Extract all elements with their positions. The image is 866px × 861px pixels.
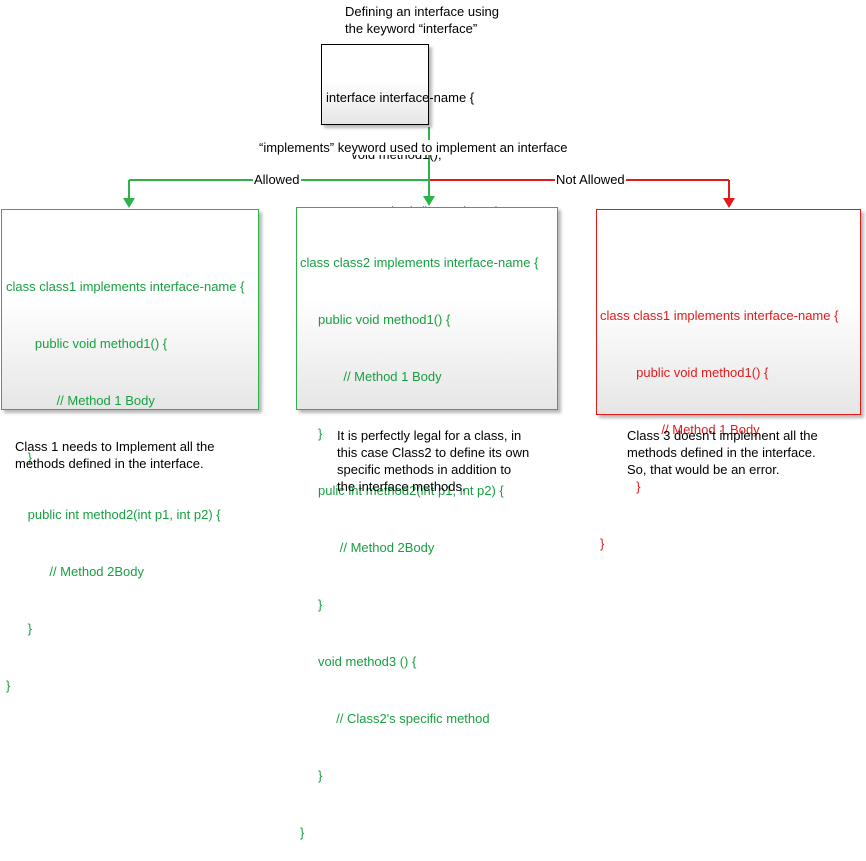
class1-code-line-8: } bbox=[6, 678, 11, 693]
class1-code-line-4: } bbox=[6, 450, 33, 465]
interface-code-line-1: interface interface-name { bbox=[326, 90, 475, 105]
class2-code-line-9: // Class2's specific method bbox=[300, 711, 490, 726]
class3-note-line-2: methods defined in the interface. bbox=[627, 445, 816, 460]
class2-note-line-2: this case Class2 to define its own bbox=[337, 445, 530, 460]
class1-code-line-1: class class1 implements interface-name { bbox=[6, 279, 245, 294]
class2-note-line-4: the interface methods. bbox=[337, 479, 466, 494]
class3-box: class class1 implements interface-name {… bbox=[596, 209, 861, 551]
class2-code-line-1: class class2 implements interface-name { bbox=[300, 255, 539, 270]
class2-note-line-1: It is perfectly legal for a class, in bbox=[337, 428, 522, 443]
class3-arrowhead bbox=[723, 198, 735, 208]
class2-code-line-2: public void method1() { bbox=[300, 312, 451, 327]
class2-note-line-3: specific methods in addition to bbox=[337, 462, 512, 477]
implements-label: “implements” keyword used to implement a… bbox=[258, 140, 569, 155]
class3-code-line-4: } bbox=[600, 479, 641, 494]
class2-arrowhead bbox=[423, 196, 435, 206]
class1-code-line-5: public int method2(int p1, int p2) { bbox=[6, 507, 221, 522]
header-caption-line-1: Defining an interface using bbox=[345, 4, 499, 19]
class1-note: Class 1 needs to Implement all the metho… bbox=[15, 438, 214, 472]
class1-code-line-7: } bbox=[6, 621, 33, 636]
class3-code-line-3: // Method 1 Body bbox=[600, 422, 760, 437]
class1-note-line-1: Class 1 needs to Implement all the bbox=[15, 439, 215, 454]
header-caption: Defining an interface using the keyword … bbox=[345, 3, 499, 37]
class3-note-line-3: So, that would be an error. bbox=[627, 462, 780, 477]
allowed-label: Allowed bbox=[253, 172, 301, 187]
class2-code-line-11: } bbox=[300, 825, 305, 840]
class1-note-line-2: methods defined in the interface. bbox=[15, 456, 204, 471]
class3-code-line-2: public void method1() { bbox=[600, 365, 769, 380]
class2-code-line-6: // Method 2Body bbox=[300, 540, 435, 555]
class1-code-line-3: // Method 1 Body bbox=[6, 393, 155, 408]
class1-code-line-6: // Method 2Body bbox=[6, 564, 145, 579]
header-caption-line-2: the keyword “interface” bbox=[345, 21, 478, 36]
class2-code-line-5: pulic int method2(int p1, int p2) { bbox=[300, 483, 504, 498]
class1-box: class class1 implements interface-name {… bbox=[1, 209, 259, 693]
class2-code-line-4: } bbox=[300, 426, 323, 441]
interface-definition-box: interface interface-name { void method1(… bbox=[321, 44, 503, 276]
class1-code-line-2: public void method1() { bbox=[6, 336, 168, 351]
class2-code-line-8: void method3 () { bbox=[300, 654, 417, 669]
class3-code-line-5: } bbox=[600, 536, 605, 551]
class3-note-line-1: Class 3 doesn’t implement all the bbox=[627, 428, 818, 443]
class3-note: Class 3 doesn’t implement all the method… bbox=[627, 427, 818, 478]
class2-note: It is perfectly legal for a class, in th… bbox=[337, 427, 529, 495]
class3-code-line-1: class class1 implements interface-name { bbox=[600, 308, 839, 323]
class2-code-line-7: } bbox=[300, 597, 323, 612]
not-allowed-label: Not Allowed bbox=[555, 172, 626, 187]
class1-arrowhead bbox=[123, 198, 135, 208]
class2-box: class class2 implements interface-name {… bbox=[296, 207, 558, 840]
class2-code-line-10: } bbox=[300, 768, 323, 783]
class2-code-line-3: // Method 1 Body bbox=[300, 369, 442, 384]
